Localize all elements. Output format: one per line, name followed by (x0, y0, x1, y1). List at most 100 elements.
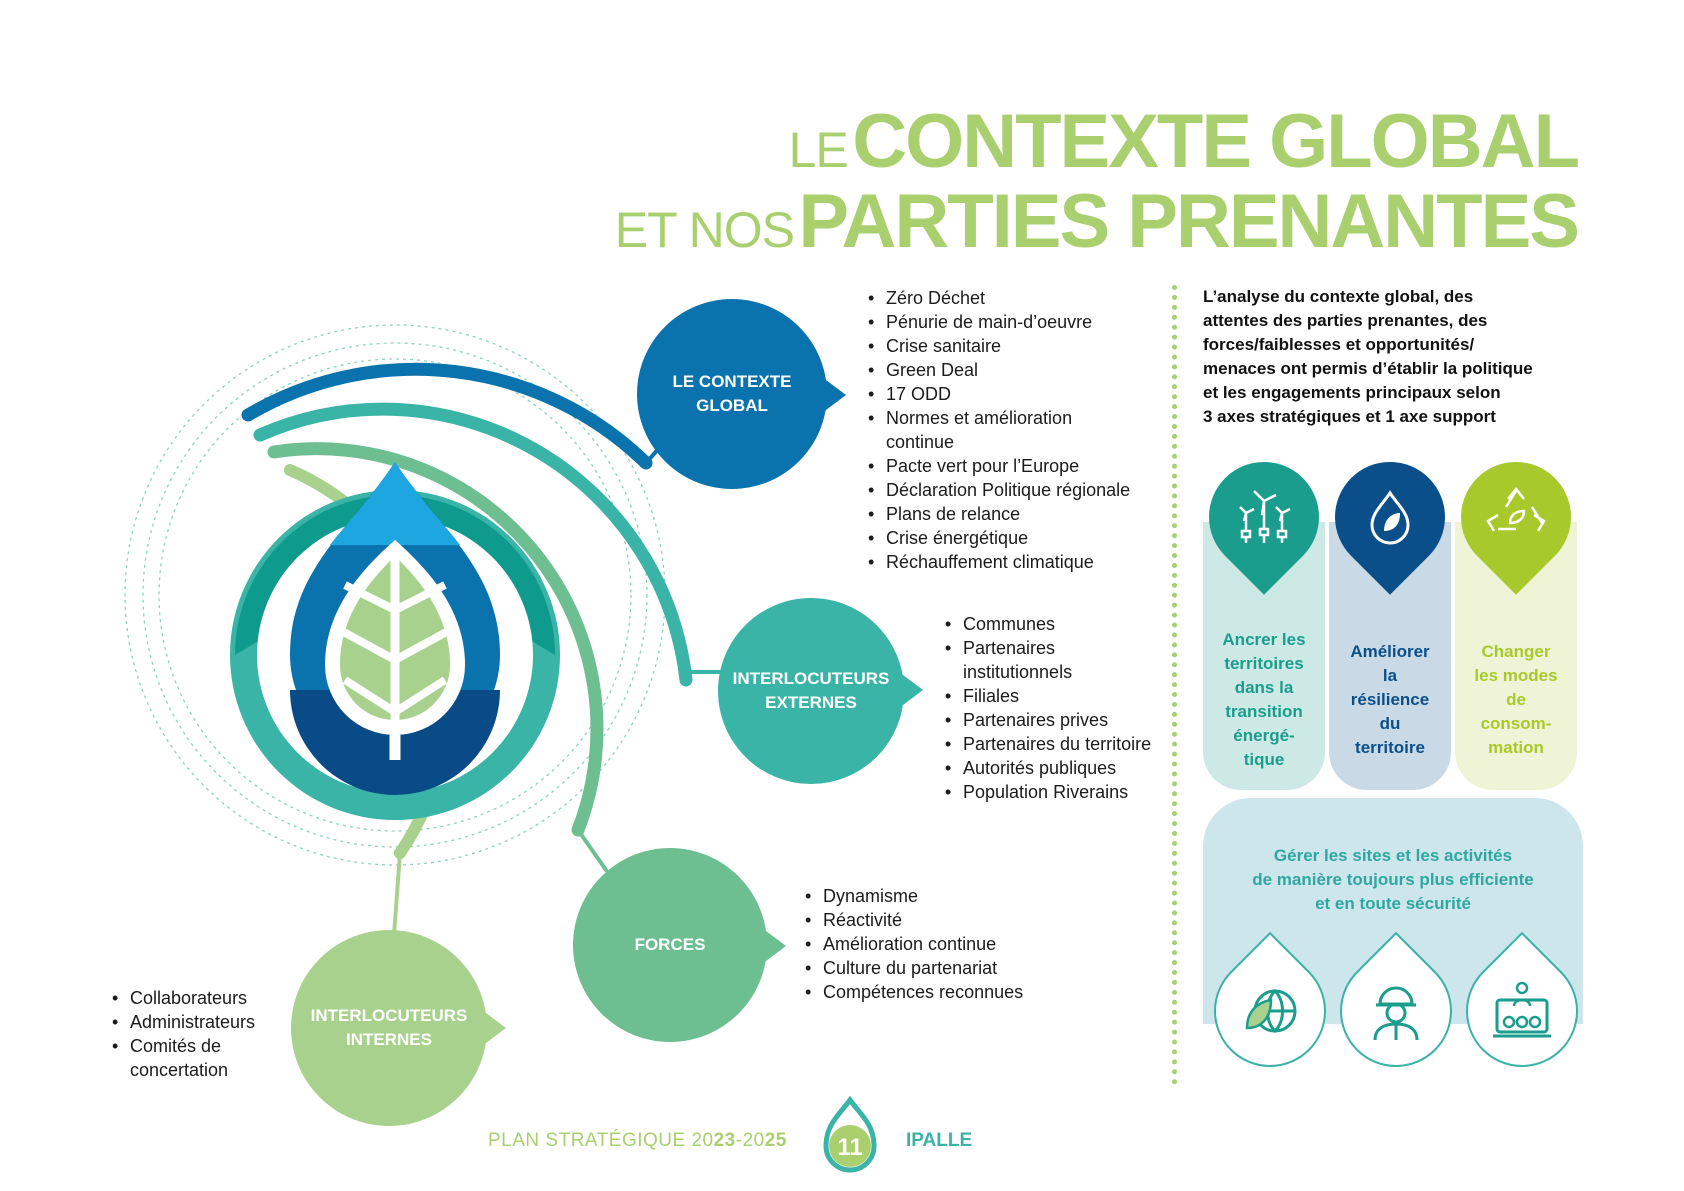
water-drop-leaf-icon (1335, 462, 1445, 572)
list-item: Partenaires du territoire (945, 732, 1185, 756)
list-item: Réchauffement climatique (868, 550, 1188, 574)
list-item: Administrateurs (112, 1010, 292, 1034)
list-item: Filiales (945, 684, 1185, 708)
axis-label-line: Améliorer (1350, 642, 1430, 661)
bubble-interlocuteurs-externes: INTERLOCUTEURS EXTERNES (718, 598, 904, 784)
page-number: 11 (837, 1134, 862, 1161)
axis-label-line: dans la (1234, 678, 1294, 697)
axis-label-line: énergé- (1233, 726, 1295, 745)
list-item: Amélioration continue (805, 932, 1085, 956)
intro-paragraph: L’analyse du contexte global, des attente… (1203, 285, 1593, 429)
bubble-externes-tail (899, 672, 923, 708)
bubble-forces: FORCES (573, 848, 767, 1042)
list-forces: DynamismeRéactivitéAmélioration continue… (805, 884, 1085, 1004)
title-light-2: ET NOS (614, 202, 795, 258)
vertical-dotted-divider (1172, 285, 1177, 1085)
list-item: Population Riverains (945, 780, 1185, 804)
list-item: Culture du partenariat (805, 956, 1085, 980)
bubble-externes-line2: EXTERNES (765, 693, 857, 712)
footer-plan-strategique: PLAN STRATÉGIQUE 2023-2025 (488, 1130, 787, 1152)
axis-label-line: du (1379, 714, 1401, 733)
axis-label-line: la (1382, 666, 1398, 685)
list-item: Autorités publiques (945, 756, 1185, 780)
list-interlocuteurs-externes: CommunesPartenairesinstitutionnelsFilial… (945, 612, 1185, 804)
list-item: Pacte vert pour l’Europe (868, 454, 1188, 478)
list-item: Partenaires (945, 636, 1185, 660)
axis-label-line: territoire (1355, 738, 1425, 757)
bubble-internes-tail (482, 1010, 506, 1046)
support-line: et en toute sécurité (1315, 894, 1471, 913)
footer-plan-text: PLAN STRATÉGIQUE 20 (488, 1130, 714, 1151)
intro-line: attentes des parties prenantes, des (1203, 311, 1488, 330)
list-item: Pénurie de main-d’oeuvre (868, 310, 1188, 334)
support-drop-3 (1442, 931, 1602, 1091)
intro-line: menaces ont permis d’établir la politiqu… (1203, 359, 1533, 378)
recycle-leaf-icon (1461, 462, 1571, 572)
footer-year1: 23 (713, 1130, 736, 1151)
axis-pin-1 (1186, 439, 1342, 595)
title-bold-1: CONTEXTE GLOBAL (852, 99, 1580, 184)
bubble-internes-line2: INTERNES (346, 1030, 432, 1049)
support-drop-1 (1190, 931, 1350, 1091)
axis-label-line: transition (1225, 702, 1303, 721)
list-item: Partenaires prives (945, 708, 1185, 732)
footer-year2: 25 (764, 1130, 787, 1151)
intro-line: et les engagements principaux selon (1203, 383, 1501, 402)
list-item: 17 ODD (868, 382, 1188, 406)
wind-turbine-icon (1209, 462, 1319, 572)
list-item: Crise énergétique (868, 526, 1188, 550)
support-line: Gérer les sites et les activités (1273, 846, 1513, 865)
ipalle-logo-icon (230, 462, 560, 820)
list-item: Communes (945, 612, 1185, 636)
footer-brand: IPALLE (906, 1130, 973, 1151)
list-item: Plans de relance (868, 502, 1188, 526)
axis-label-line: tique (1243, 750, 1285, 769)
leaf-globe-icon (1245, 988, 1297, 1034)
axis-label-line: consom- (1480, 714, 1552, 733)
intro-line: forces/faiblesses et opportunités/ (1203, 335, 1475, 354)
bubble-internes-line1: INTERLOCUTEURS (310, 1006, 468, 1025)
list-item: Collaborateurs (112, 986, 292, 1010)
page-title-line2: ET NOS PARTIES PRENANTES (614, 184, 1580, 260)
axis-label-line: mation (1488, 738, 1544, 757)
axis-label-1: Ancrer les territoires dans la transition én… (1203, 628, 1325, 772)
bubble-forces-label: FORCES (634, 935, 706, 954)
axis-pin-2 (1312, 439, 1468, 595)
intro-line: 3 axes stratégiques et 1 axe support (1203, 407, 1496, 426)
list-item: Déclaration Politique régionale (868, 478, 1188, 502)
axis-label-line: territoires (1224, 654, 1304, 673)
list-interlocuteurs-internes: CollaborateursAdministrateursComités dec… (112, 986, 292, 1082)
title-light-1: LE (788, 122, 849, 178)
bubble-interlocuteurs-internes: INTERLOCUTEURS INTERNES (291, 930, 487, 1126)
page-number-badge: 11 (823, 1096, 877, 1173)
list-item: continue (886, 432, 955, 452)
axis-label-line: résilience (1350, 690, 1430, 709)
list-contexte-global: Zéro DéchetPénurie de main-d’oeuvreCrise… (868, 286, 1188, 574)
footer-dash: -20 (735, 1130, 765, 1151)
list-item: Réactivité (805, 908, 1085, 932)
axis-label-line: Ancrer les (1222, 630, 1306, 649)
list-item: Dynamisme (805, 884, 1085, 908)
bubble-contexte-tail (822, 377, 846, 413)
bubble-externes-line1: INTERLOCUTEURS (732, 669, 890, 688)
axis-pin-3 (1438, 439, 1594, 595)
bubble-contexte-line1: LE CONTEXTE (672, 372, 792, 391)
list-item: Compétences reconnues (805, 980, 1085, 1004)
title-bold-2: PARTIES PRENANTES (798, 179, 1580, 264)
list-item: institutionnels (963, 662, 1073, 682)
page-title-line1: LE CONTEXTE GLOBAL (788, 104, 1580, 180)
list-item: Green Deal (868, 358, 1188, 382)
worker-helmet-icon (1373, 986, 1419, 1041)
list-item: Normes et amélioration (868, 406, 1188, 430)
list-item: Crise sanitaire (868, 334, 1188, 358)
intro-line: L’analyse du contexte global, des (1203, 287, 1474, 306)
control-panel-icon (1493, 981, 1551, 1038)
axis-label-2: Améliorer la résilience du territoire (1329, 640, 1451, 760)
axis-label-line: de (1506, 690, 1526, 709)
bubble-forces-tail (762, 928, 786, 964)
list-item: Zéro Déchet (868, 286, 1188, 310)
